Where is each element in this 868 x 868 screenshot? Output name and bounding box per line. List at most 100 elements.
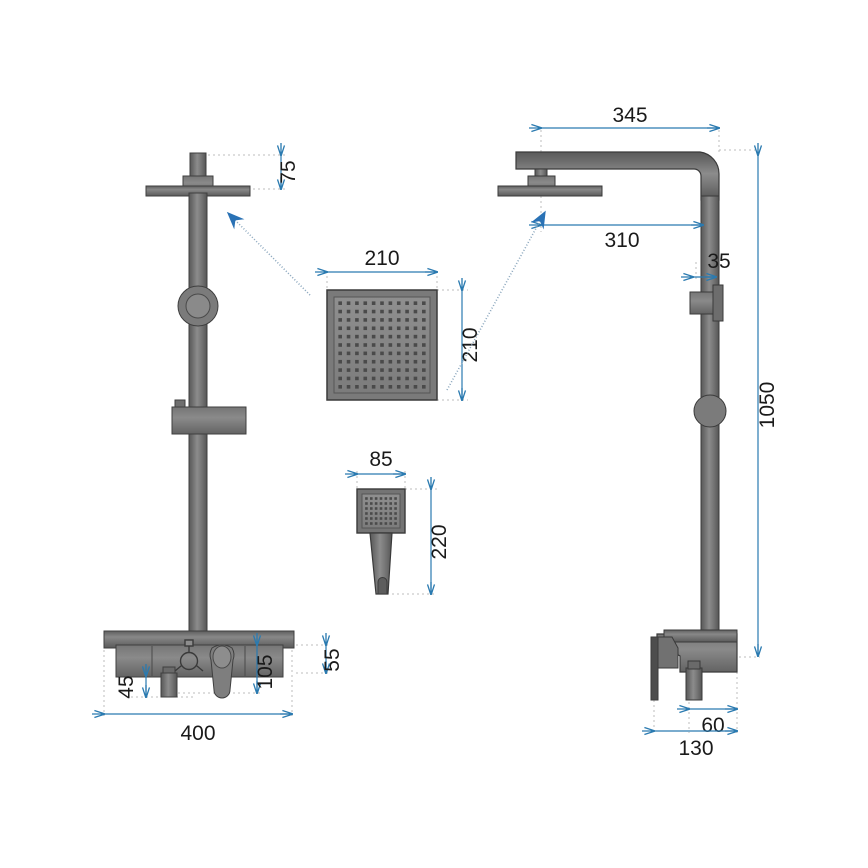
dimension-35-label: 35 bbox=[707, 250, 730, 273]
leader-side-head bbox=[446, 210, 546, 391]
nozzle-hole bbox=[422, 368, 426, 372]
nozzle-hole bbox=[371, 343, 376, 347]
nozzle-hole bbox=[396, 359, 401, 364]
nozzle-hole bbox=[380, 326, 384, 331]
dimension-310-label: 310 bbox=[604, 229, 639, 252]
nozzle-hole bbox=[396, 385, 401, 389]
nozzle-hole bbox=[389, 502, 393, 505]
side-wall-bracket-arm bbox=[689, 291, 717, 315]
leader-front-head bbox=[226, 211, 311, 296]
nozzle-hole bbox=[405, 359, 409, 364]
nozzle-hole bbox=[355, 368, 359, 372]
side-lever-handle bbox=[650, 636, 659, 701]
nozzle-hole bbox=[396, 368, 401, 372]
nozzle-hole bbox=[394, 497, 397, 500]
nozzle-hole bbox=[394, 512, 397, 515]
nozzle-hole bbox=[365, 512, 368, 515]
side-view: 345 310 35 1050 60 bbox=[497, 104, 779, 760]
nozzle-hole bbox=[355, 318, 359, 322]
nozzle-hole bbox=[413, 368, 418, 372]
nozzle-hole bbox=[363, 309, 368, 314]
nozzle-hole bbox=[396, 318, 401, 322]
side-top-arm bbox=[515, 151, 720, 201]
side-outlet-spout bbox=[685, 667, 703, 701]
nozzle-hole bbox=[371, 309, 376, 314]
dimension-55: 55 bbox=[321, 645, 344, 673]
nozzle-hole bbox=[369, 507, 373, 510]
nozzle-hole bbox=[355, 326, 359, 331]
nozzle-hole bbox=[379, 512, 383, 515]
nozzle-hole bbox=[371, 326, 376, 331]
front-top-stub bbox=[189, 152, 207, 180]
dimension-210-height-label: 210 bbox=[459, 327, 482, 362]
nozzle-hole bbox=[363, 368, 368, 372]
hand-shower-detail: 85 220 bbox=[357, 448, 451, 594]
nozzle-hole bbox=[380, 318, 384, 322]
hand-shower-handle bbox=[369, 532, 393, 595]
nozzle-hole bbox=[388, 351, 393, 356]
nozzle-hole bbox=[355, 376, 359, 381]
nozzle-hole bbox=[422, 301, 426, 305]
nozzle-hole bbox=[413, 351, 418, 356]
nozzle-hole bbox=[405, 301, 409, 305]
nozzle-hole bbox=[394, 507, 397, 510]
rain-head-nozzle-grid bbox=[338, 301, 426, 389]
nozzle-hole bbox=[394, 502, 397, 505]
nozzle-hole bbox=[396, 334, 401, 339]
nozzle-hole bbox=[346, 309, 351, 314]
nozzle-hole bbox=[380, 309, 384, 314]
nozzle-hole bbox=[380, 343, 384, 347]
nozzle-hole bbox=[422, 309, 426, 314]
nozzle-hole bbox=[365, 497, 368, 500]
nozzle-hole bbox=[413, 334, 418, 339]
dimension-35: 35 bbox=[693, 250, 731, 277]
nozzle-hole bbox=[380, 385, 384, 389]
nozzle-hole bbox=[369, 502, 373, 505]
nozzle-hole bbox=[389, 497, 393, 500]
nozzle-hole bbox=[371, 368, 376, 372]
nozzle-hole bbox=[388, 318, 393, 322]
nozzle-hole bbox=[422, 385, 426, 389]
nozzle-hole bbox=[369, 517, 373, 520]
nozzle-hole bbox=[379, 507, 383, 510]
nozzle-hole bbox=[405, 326, 409, 331]
nozzle-hole bbox=[363, 318, 368, 322]
side-wall-bracket-plate bbox=[712, 284, 724, 322]
dimension-45-label: 45 bbox=[115, 675, 138, 698]
nozzle-hole bbox=[413, 318, 418, 322]
dimension-1050: 1050 bbox=[756, 155, 779, 656]
nozzle-hole bbox=[338, 376, 342, 381]
nozzle-hole bbox=[355, 351, 359, 356]
hand-shower-nozzle-grid bbox=[365, 497, 397, 525]
nozzle-hole bbox=[379, 502, 383, 505]
nozzle-hole bbox=[405, 343, 409, 347]
nozzle-hole bbox=[338, 359, 342, 364]
nozzle-hole bbox=[405, 368, 409, 372]
dimension-105: 105 bbox=[254, 645, 277, 693]
nozzle-hole bbox=[389, 522, 393, 525]
nozzle-hole bbox=[396, 343, 401, 347]
dimension-220: 220 bbox=[428, 489, 451, 594]
front-hand-shower-holder bbox=[171, 406, 247, 435]
nozzle-hole bbox=[346, 318, 351, 322]
nozzle-hole bbox=[388, 368, 393, 372]
nozzle-hole bbox=[371, 385, 376, 389]
front-lever-bezel bbox=[212, 645, 232, 669]
dimension-85: 85 bbox=[357, 448, 405, 474]
nozzle-hole bbox=[380, 368, 384, 372]
nozzle-hole bbox=[363, 343, 368, 347]
nozzle-hole bbox=[396, 326, 401, 331]
nozzle-hole bbox=[355, 385, 359, 389]
nozzle-hole bbox=[384, 522, 388, 525]
nozzle-hole bbox=[422, 334, 426, 339]
nozzle-hole bbox=[422, 359, 426, 364]
nozzle-hole bbox=[346, 376, 351, 381]
nozzle-hole bbox=[374, 502, 378, 505]
leader-arrows bbox=[226, 210, 546, 391]
nozzle-hole bbox=[338, 318, 342, 322]
hand-shower-hose-connector bbox=[377, 577, 388, 595]
nozzle-hole bbox=[338, 334, 342, 339]
nozzle-hole bbox=[384, 502, 388, 505]
dimension-45: 45 bbox=[115, 675, 146, 699]
nozzle-hole bbox=[355, 301, 359, 305]
